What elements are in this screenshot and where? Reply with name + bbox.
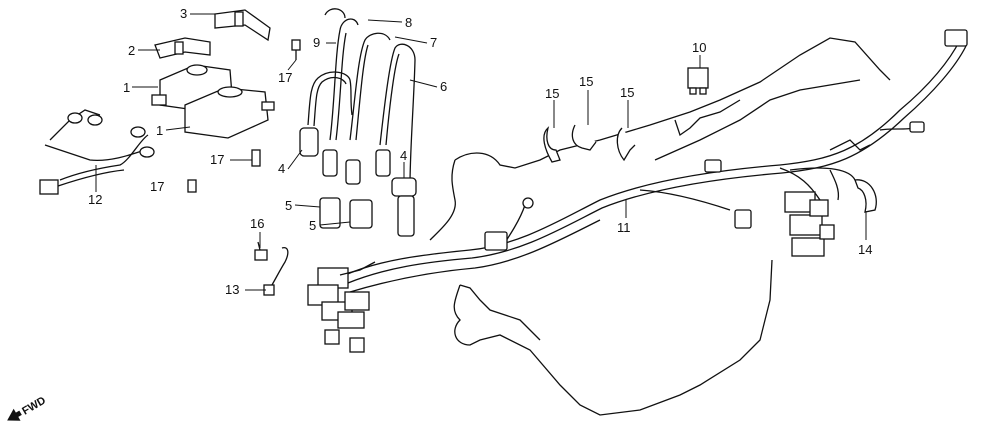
- label-1b: 1: [156, 123, 163, 138]
- label-4a: 4: [278, 161, 285, 176]
- label-2: 2: [128, 43, 135, 58]
- label-16: 16: [250, 216, 264, 231]
- fwd-arrow: FWD: [7, 395, 48, 421]
- label-8: 8: [405, 15, 412, 30]
- connector-cluster-left: [307, 261, 376, 353]
- label-14: 14: [858, 242, 872, 257]
- label-5a: 5: [285, 198, 292, 213]
- bolts: [187, 39, 301, 261]
- callout-labels: 1 1 2 3 4 4 5 5 6 7 8 9 10 11 12 13 14 1…: [88, 6, 872, 297]
- label-5b: 5: [309, 218, 316, 233]
- label-17c: 17: [150, 179, 164, 194]
- clamps-15: [543, 124, 636, 163]
- relay-10: [687, 67, 709, 95]
- clamp-14: [854, 179, 877, 213]
- label-17a: 17: [278, 70, 292, 85]
- label-6: 6: [440, 79, 447, 94]
- label-9: 9: [313, 35, 320, 50]
- label-1a: 1: [123, 80, 130, 95]
- label-15b: 15: [579, 74, 593, 89]
- label-13: 13: [225, 282, 239, 297]
- spark-plug-caps: [299, 127, 417, 237]
- label-11: 11: [617, 220, 631, 235]
- label-15a: 15: [545, 86, 559, 101]
- coil-brackets: [154, 9, 271, 59]
- leader-lines: [95, 13, 867, 291]
- label-12: 12: [88, 192, 102, 207]
- harness-connectors: [484, 29, 968, 251]
- frame-outline: [429, 37, 891, 416]
- label-7: 7: [430, 35, 437, 50]
- relay-block-right: [784, 169, 840, 257]
- label-4b: 4: [400, 148, 407, 163]
- ignition-coils: [151, 64, 275, 139]
- fwd-label: FWD: [20, 395, 48, 418]
- label-3: 3: [180, 6, 187, 21]
- sub-harness: [39, 109, 155, 195]
- main-wire-harness: [344, 39, 967, 293]
- label-10: 10: [692, 40, 706, 55]
- label-17b: 17: [210, 152, 224, 167]
- spark-plug-wires: [307, 8, 416, 186]
- label-15c: 15: [620, 85, 634, 100]
